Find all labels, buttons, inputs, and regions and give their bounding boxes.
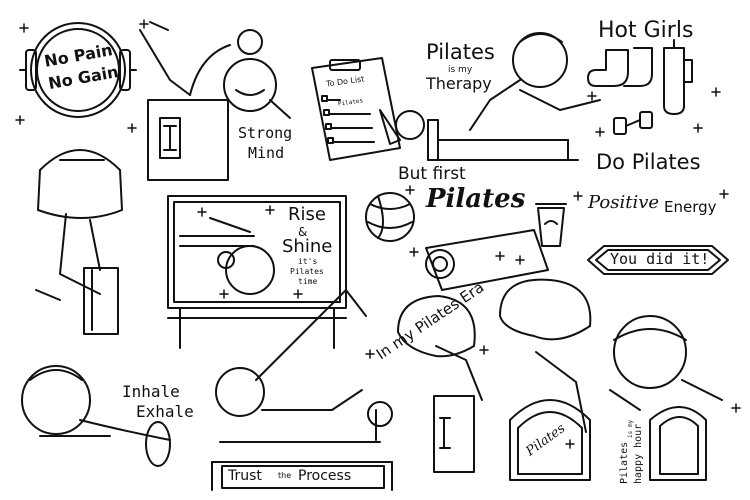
woman-sitting-on-chair-illustration xyxy=(35,149,123,335)
woman-pilates-era-illustration xyxy=(397,295,483,473)
to-do-clipboard-illustration xyxy=(311,57,425,161)
but-first-line1: But first xyxy=(398,164,466,184)
happy-hour-line1: Pilates xyxy=(619,441,630,484)
inhale-line1: Inhale xyxy=(122,382,180,401)
ball-mat-coffee-illustration xyxy=(365,192,567,291)
woman-lying-stretch-illustration xyxy=(21,365,171,467)
trust-pre: Trust xyxy=(228,468,262,484)
inhale-line2: Exhale xyxy=(136,402,194,421)
therapy-line2: is my xyxy=(448,65,473,75)
strong-mind-line1: Strong xyxy=(238,124,293,142)
but-first-script: Pilates xyxy=(426,184,526,214)
hot-girls-bottom: Do Pilates xyxy=(596,150,701,174)
socks-tumbler-dumbbells-illustration xyxy=(587,39,693,135)
rise-line4: it's xyxy=(298,257,318,266)
therapy-line1: Pilates xyxy=(426,40,495,64)
rise-line2: & xyxy=(298,225,308,239)
woman-on-pilates-chair-illustration xyxy=(139,21,291,181)
positive-word: Energy xyxy=(664,198,717,216)
sparkle-stars-decoration xyxy=(15,19,741,449)
you-did-it-banner-text: You did it! xyxy=(610,250,710,268)
trust-process-reformer-illustration xyxy=(211,289,393,491)
you-did-it-banner-shape xyxy=(587,245,729,275)
happy-hour-line3: happy hour xyxy=(633,423,644,484)
rise-line3: Shine xyxy=(282,236,333,257)
trust-process-label-frame xyxy=(221,465,385,489)
rise-line1: Rise xyxy=(288,204,326,225)
no-pain-badge-emblem xyxy=(19,22,137,118)
rise-shine-mirror-frame xyxy=(167,195,347,349)
rise-line6: time xyxy=(298,277,318,286)
trust-post: Process xyxy=(298,468,352,484)
rise-line5: Pilates xyxy=(290,267,324,276)
woman-on-ladder-barrel-illustration xyxy=(609,315,723,481)
woman-on-reformer-therapy-illustration xyxy=(427,32,601,161)
strong-mind-line2: Mind xyxy=(248,144,285,162)
hot-girls-top: Hot Girls xyxy=(598,18,694,43)
positive-script: Positive xyxy=(588,192,660,213)
trust-mid: the xyxy=(278,471,292,480)
therapy-line3: Therapy xyxy=(426,74,492,93)
woman-on-barrel-illustration xyxy=(499,278,592,481)
